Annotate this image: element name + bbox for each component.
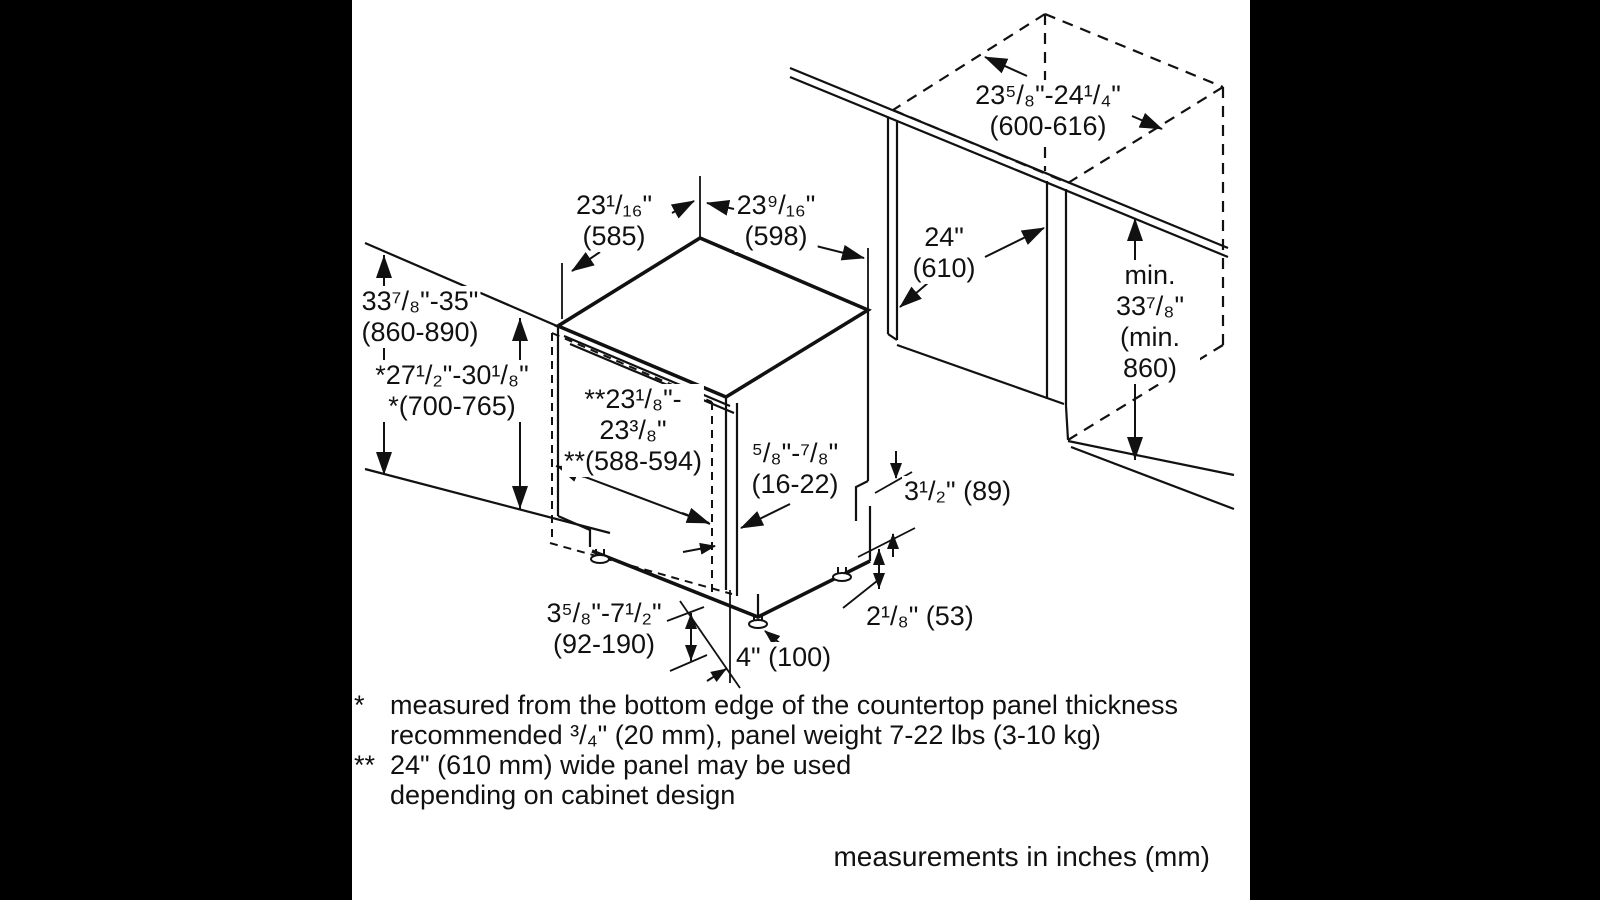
arrow-585-right [670,200,695,219]
top-face [554,235,872,400]
dim-top-width-right: 23⁹/₁₆" (598) [734,190,818,252]
dim-counter-depth: 23⁵/₈"-24¹/₄" (600-616) [973,80,1123,142]
installation-line-drawing [364,12,1235,689]
arrow-598-left [706,199,735,216]
rim-line-2 [569,342,735,415]
left-floor-line [364,467,611,535]
leader-foot-area [679,600,741,689]
arrow-600-upleft [984,56,1028,77]
dim-door-height: *27¹/₂"-30¹/₈" *(700-765) [373,360,531,422]
right-floor-line-top [1067,439,1235,477]
diagram-canvas: 23¹/₁₆" (585) 23⁹/₁₆" (598) 23⁵/₈"-24¹/₄… [352,0,1250,900]
dishwasher-body [549,235,872,629]
arrow-600-downright [1131,112,1163,130]
door-bottom-step [557,514,592,547]
dim-total-height: 33⁷/₈"-35" (860-890) [359,286,481,348]
footnote-marker: * [354,690,365,720]
foot-left [590,549,610,564]
dim-panel-thickness: ⁵/₈"-⁷/₈" (16-22) [749,438,841,500]
footnote-text: 24" (610 mm) wide panel may be used depe… [390,750,852,810]
dim-leveling-range: 3⁵/₈"-7¹/₂" (92-190) [544,598,664,660]
opening-right-wall-toe [1064,405,1070,441]
dim-toe-kick-height: 3¹/₂" (89) [902,476,1014,507]
foot-front [748,614,768,629]
footnote-text: measured from the bottom edge of the cou… [390,690,1178,750]
right-countertop-edge-top [789,66,1229,250]
dim-top-width-left: 23¹/₁₆" (585) [573,190,655,252]
right-countertop-edge-bottom [789,75,1229,259]
arrow-thickness-lower [682,542,716,555]
side-toe-notch [854,480,869,521]
leveling-feet [590,549,852,629]
left-countertop-edge [364,241,558,328]
dim-opening-width: 24" (610) [910,222,978,284]
opening-floor-line [896,343,1065,406]
arrow-thickness-upper [740,503,791,529]
dim-min-height: min. 33⁷/₈" (min. 860) [1100,260,1200,384]
base-bottom-edge [591,549,871,619]
footnote-single-star: * measured from the bottom edge of the c… [354,690,1178,750]
footnote-double-star: ** 24" (610 mm) wide panel may be used d… [354,750,851,810]
tick-toe-depth [842,580,878,609]
tick-toekick-top [874,471,913,494]
arrow-foot-offset-left [706,668,727,683]
dim-toe-kick-depth: 2¹/₈" (53) [864,601,976,632]
foot-right [832,567,852,582]
cabinet-structure [364,66,1235,535]
arrow-24-upright [984,227,1045,258]
units-note: measurements in inches (mm) [833,841,1210,872]
footnote-marker: ** [354,750,376,780]
dim-foot-offset: 4" (100) [734,642,834,673]
tick-toekick-bottom [857,527,916,558]
dim-panel-width: **23¹/₈"- 23³/₈" **(588-594) [561,384,705,477]
opening-left-wall-bottom [887,333,898,341]
tick-leveling-bottom [669,654,708,672]
right-floor-line-bottom [1070,445,1235,511]
arrow-585-left [571,251,601,272]
